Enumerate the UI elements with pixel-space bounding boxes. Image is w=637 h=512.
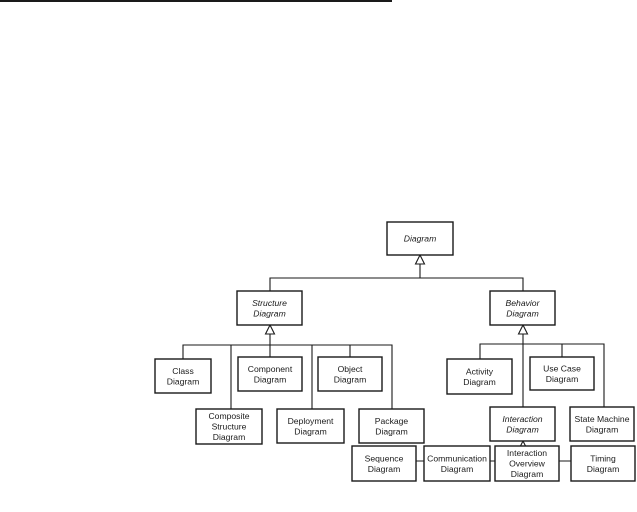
- box-border: [489, 290, 556, 326]
- diagram-boxes: DiagramStructureDiagramBehaviorDiagramCl…: [154, 221, 636, 482]
- box-border: [358, 408, 425, 444]
- box-label-line: Diagram: [213, 432, 245, 442]
- box-border: [236, 290, 303, 326]
- box-label-line: Use Case: [543, 363, 581, 373]
- box-label-line: Activity: [466, 366, 494, 376]
- box-label-line: Diagram: [511, 469, 543, 479]
- box-label-line: Timing: [590, 453, 616, 463]
- connector-line: [479, 343, 605, 407]
- box-label-line: Diagram: [546, 374, 578, 384]
- top-rule: [0, 0, 392, 2]
- connector-line: [269, 277, 524, 291]
- box-label-line: Diagram: [167, 376, 199, 386]
- connector-line: [182, 344, 393, 409]
- box-label-line: Component: [248, 364, 293, 374]
- diagram-box-diagram: Diagram: [386, 221, 454, 256]
- box-label-line: Object: [338, 364, 363, 374]
- box-label-line: Diagram: [294, 426, 326, 436]
- box-border: [386, 221, 454, 256]
- box-border: [154, 358, 212, 394]
- box-label-line: Diagram: [254, 374, 286, 384]
- box-label-line: Diagram: [463, 377, 495, 387]
- box-label-line: Structure: [252, 298, 287, 308]
- box-border: [237, 356, 303, 392]
- box-label-line: Package: [375, 416, 409, 426]
- box-label-line: Sequence: [365, 453, 404, 463]
- box-label-line: Interaction: [502, 414, 542, 424]
- box-border: [195, 408, 263, 445]
- box-border: [317, 356, 383, 392]
- box-label-line: Structure: [212, 422, 247, 432]
- box-border: [569, 406, 635, 442]
- box-label-line: Diagram: [441, 464, 473, 474]
- generalization-arrowhead: [264, 323, 276, 335]
- box-label-line: Diagram: [368, 464, 400, 474]
- box-label-line: Deployment: [288, 416, 334, 426]
- box-label-line: Communication: [427, 453, 487, 463]
- box-label-line: Diagram: [253, 308, 285, 318]
- box-label-line: Diagram: [506, 308, 538, 318]
- box-border: [276, 408, 345, 444]
- box-label-line: Diagram: [587, 464, 619, 474]
- box-label-line: Diagram: [334, 374, 366, 384]
- box-border: [529, 356, 595, 391]
- box-label-line: Diagram: [404, 234, 436, 244]
- box-label-line: Diagram: [506, 424, 538, 434]
- box-label-line: Interaction: [507, 448, 547, 458]
- box-label-line: Diagram: [375, 426, 407, 436]
- generalization-arrowhead: [414, 253, 426, 265]
- box-label-line: Diagram: [586, 424, 618, 434]
- box-border: [489, 406, 556, 442]
- box-border: [570, 445, 636, 482]
- box-label-line: Composite: [208, 411, 249, 421]
- box-label-line: Class: [172, 366, 194, 376]
- box-label-line: State Machine: [575, 414, 630, 424]
- box-label-line: Behavior: [506, 298, 541, 308]
- box-border: [351, 445, 417, 482]
- box-border: [423, 445, 491, 482]
- box-border: [446, 358, 513, 395]
- box-label-line: Overview: [509, 459, 546, 469]
- box-border: [494, 445, 560, 482]
- generalization-arrowhead: [517, 323, 529, 335]
